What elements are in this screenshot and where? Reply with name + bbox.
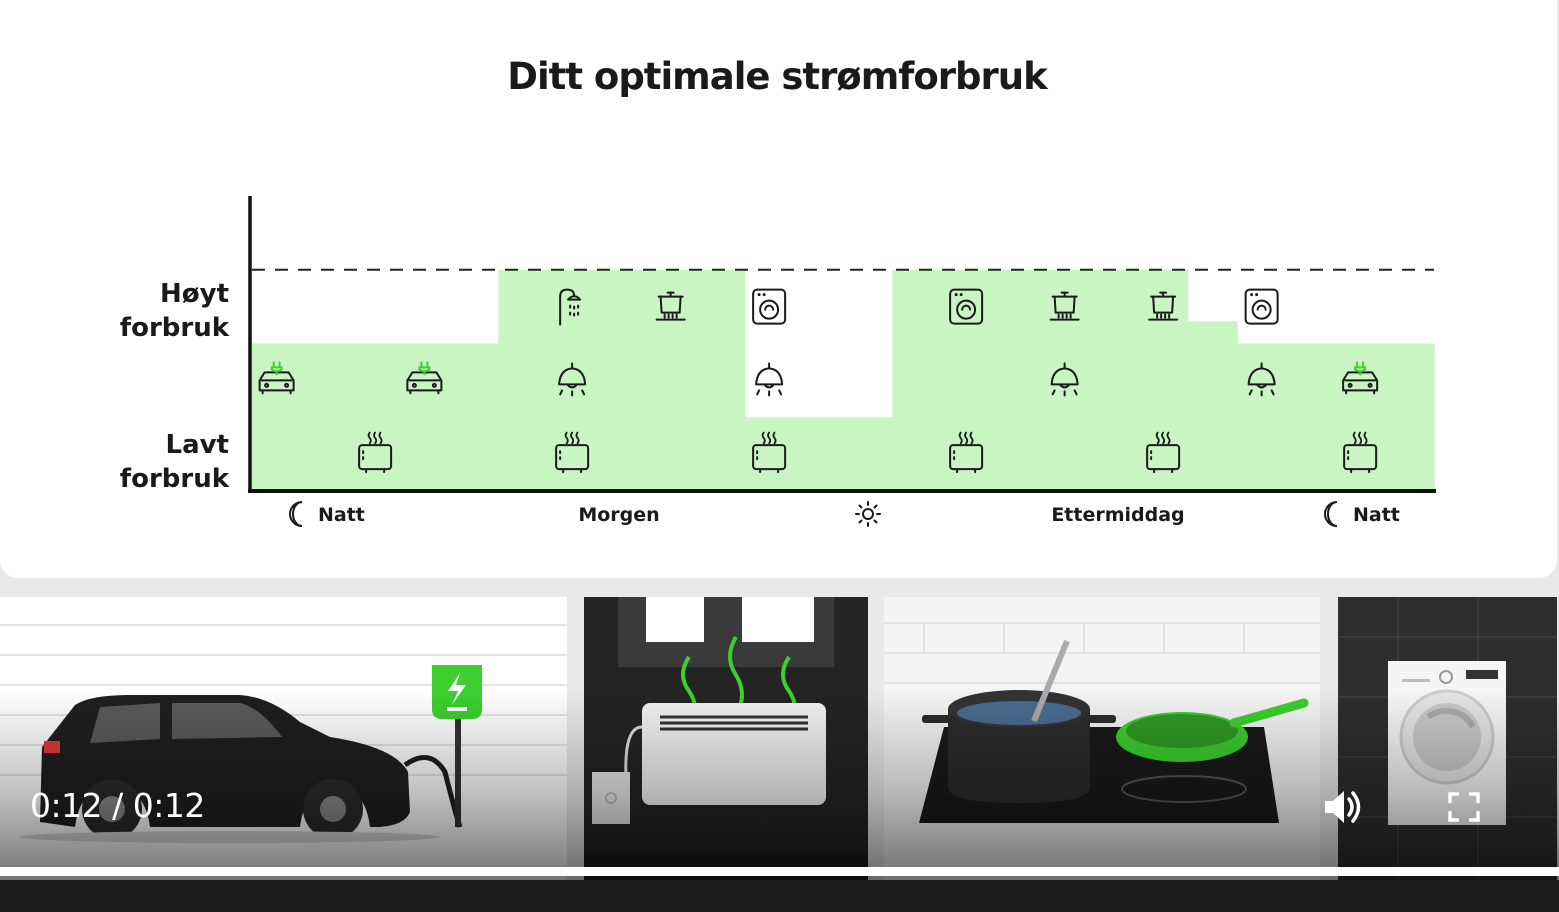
cooking-image [884,622,1320,823]
heater-image [584,597,868,880]
consumption-bar [547,269,598,491]
consumption-bar [1138,269,1189,491]
consumption-bar [399,343,450,491]
heater-illustration [584,597,868,880]
consumption-bar [695,269,746,491]
x-label-afternoon: Ettermiddag [1051,504,1184,526]
bottom-bar [0,880,1559,912]
consumption-bar [646,269,696,491]
lamp-icon [755,362,784,397]
consumption-bar [793,417,844,491]
volume-icon [1325,791,1361,823]
x-label-morning: Morgen [578,504,659,526]
fullscreen-button[interactable] [1440,784,1488,830]
consumption-bar [1384,343,1435,491]
y-label-low-line1: Lavt [166,430,230,460]
x-label-night-start: Natt [318,504,365,526]
consumption-bar [892,269,943,491]
consumption-bar [301,343,352,491]
consumption-bar [1040,269,1090,491]
ev-charging-image [0,624,567,843]
cooking-illustration [884,597,1320,880]
time-separator: / [112,786,123,825]
washing-machine-image [1338,597,1557,880]
bar-area [252,269,1435,491]
consumption-bar [941,269,992,491]
chart-title: Ditt optimale strømforbruk [507,55,1049,98]
duration: 0:12 [132,786,206,825]
sun-icon [855,501,881,527]
consumption-bar [1286,343,1337,491]
moon-icon [289,501,303,527]
washing-machine-illustration [1338,597,1557,880]
video-player[interactable]: Ditt optimale strømforbruk Høyt forbruk … [0,0,1559,880]
fullscreen-icon [1448,792,1480,822]
consumption-chart: Ditt optimale strømforbruk Høyt forbruk … [120,55,1436,527]
consumption-bar [990,269,1041,491]
ev-charging-illustration [0,597,567,880]
consumption-bar [1089,269,1140,491]
consumption-bar [449,343,499,491]
y-label-low-line2: forbruk [120,464,230,494]
x-label-night-end: Natt [1353,504,1400,526]
current-time: 0:12 [30,786,103,825]
consumption-bar [252,343,302,491]
washing-machine-icon [752,288,787,325]
progress-bar[interactable] [0,867,1559,876]
consumption-bar [498,269,549,491]
y-label-high-line2: forbruk [120,313,230,343]
consumption-bar [1187,321,1238,491]
progress-fill [0,867,1559,876]
chart-frame: Ditt optimale strømforbruk Høyt forbruk … [0,0,1557,578]
volume-button[interactable] [1318,784,1370,830]
time-display: 0:12 / 0:12 [30,786,205,825]
consumption-bar [843,417,893,491]
moon-icon [1324,501,1338,527]
consumption-bar [744,417,795,491]
y-label-high-line1: Høyt [160,279,229,309]
washing-machine-icon [1244,288,1279,325]
consumption-bar [596,269,647,491]
